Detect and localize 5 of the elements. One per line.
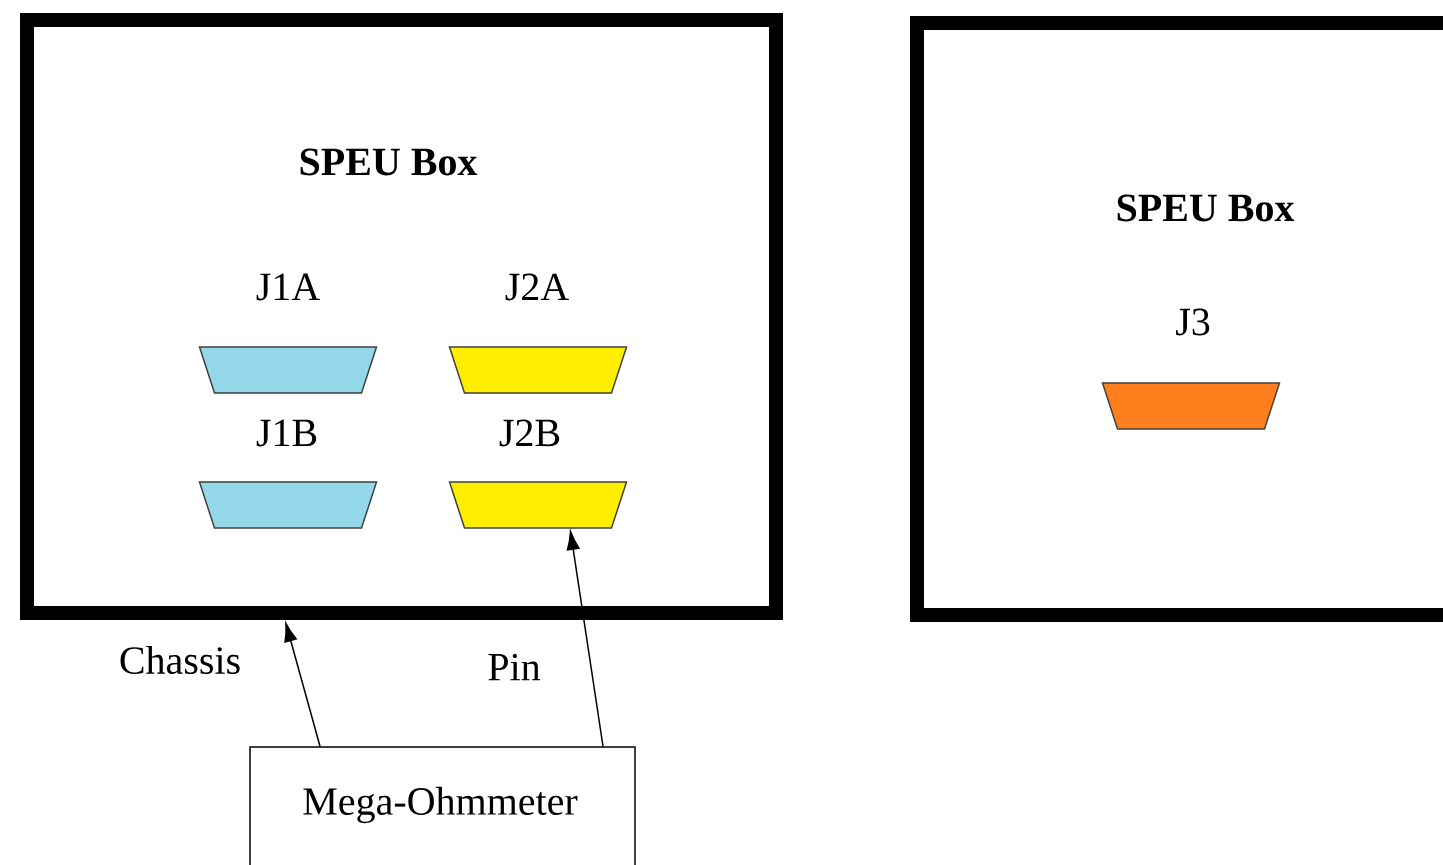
instrument-box: Mega-Ohmmeter <box>249 746 636 865</box>
arrow <box>284 622 321 747</box>
arrow <box>566 530 604 747</box>
edge-label: Chassis <box>117 644 243 676</box>
edge-label: Pin <box>486 652 542 682</box>
